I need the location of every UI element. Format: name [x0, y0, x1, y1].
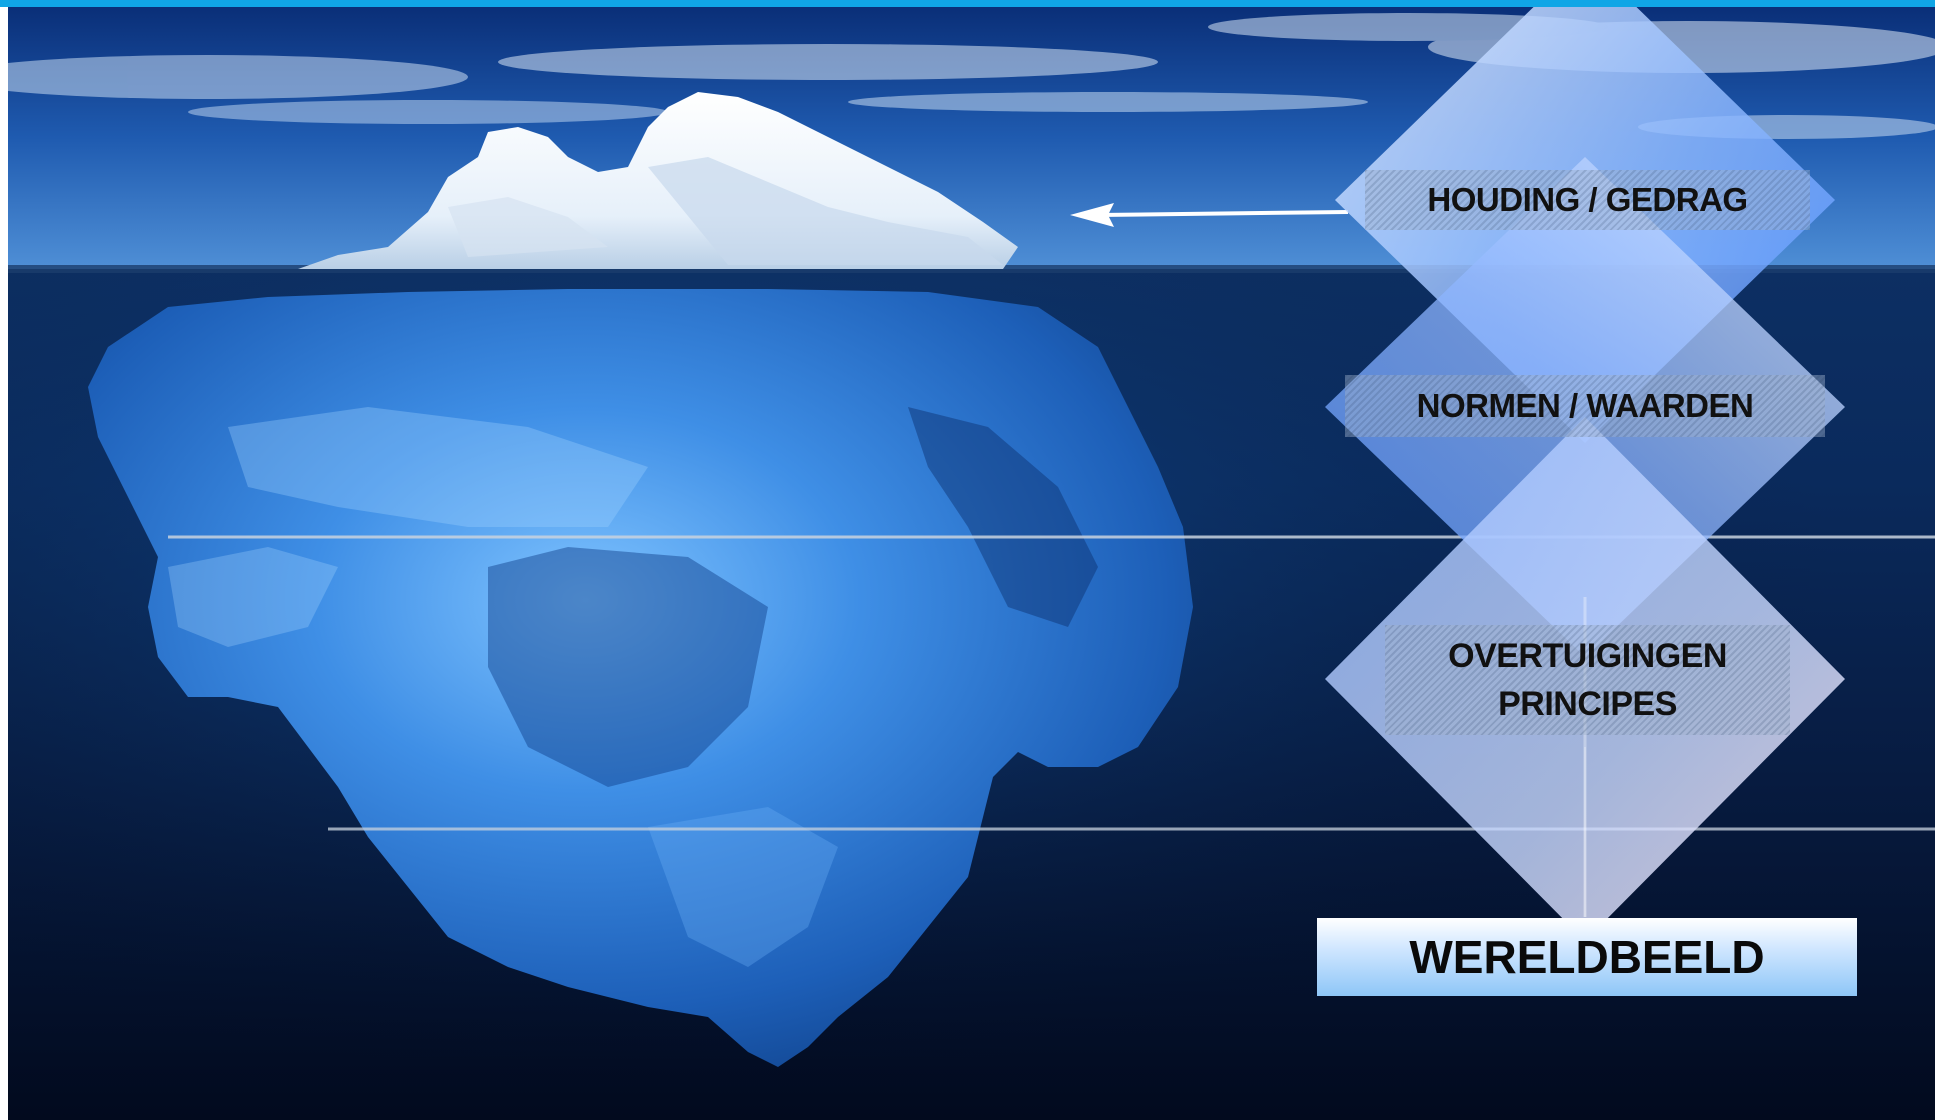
label-normen-waarden-text: NORMEN / WAARDEN: [1416, 387, 1754, 424]
wereldbeeld-box: WERELDBEELD: [1317, 918, 1857, 996]
label-normen-waarden: NORMEN / WAARDEN: [1345, 375, 1825, 437]
label-overtuigingen-line1: OVERTUIGINGEN: [1448, 637, 1727, 675]
label-houding-gedrag: HOUDING / GEDRAG: [1365, 170, 1810, 230]
arrow-left-icon: [1070, 203, 1349, 227]
top-accent-bar: [0, 0, 1935, 7]
label-houding-gedrag-text: HOUDING / GEDRAG: [1427, 181, 1748, 218]
label-overtuigingen-line2: PRINCIPES: [1498, 685, 1677, 723]
label-overtuigingen-principes: OVERTUIGINGEN PRINCIPES: [1385, 625, 1790, 735]
iceberg-underwater: [88, 289, 1193, 1067]
wereldbeeld-label: WERELDBEELD: [1409, 931, 1765, 983]
